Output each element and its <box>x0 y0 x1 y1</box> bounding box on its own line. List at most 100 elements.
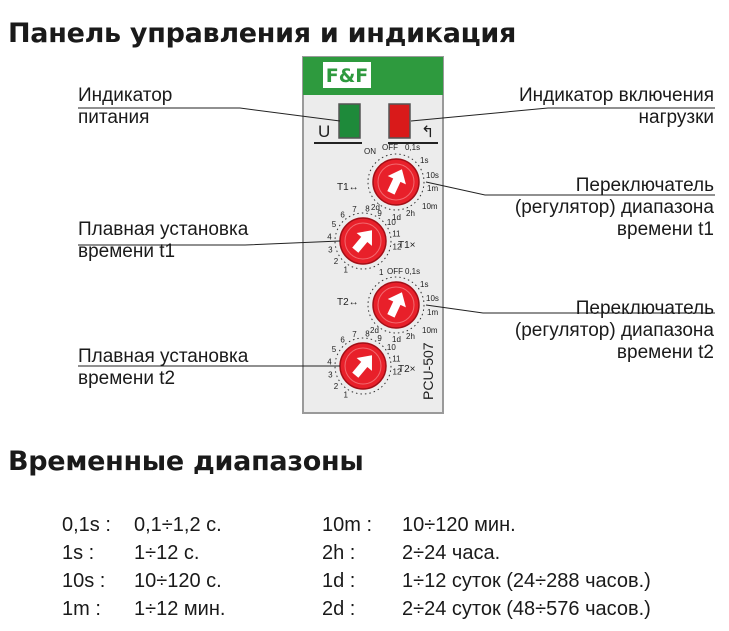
range-code: 1s : <box>62 542 95 564</box>
fine-scale-number: 9 <box>377 334 382 343</box>
knob-scale-ring <box>334 337 392 395</box>
range-row: 0,1s :0,1÷1,2 с. <box>62 511 225 539</box>
t1-range-knob[interactable] <box>367 153 425 211</box>
logo-plate <box>323 62 371 88</box>
callout-text: (регулятор) диапазона <box>514 320 714 341</box>
t2-fine-label: T2× <box>398 364 416 375</box>
fine-scale-number: 3 <box>328 370 333 379</box>
scale-t2-off: OFF <box>387 267 403 276</box>
scale-t1-1s: 1s <box>420 156 428 165</box>
range-row: 2h :2÷24 часа. <box>322 539 651 567</box>
callout-fine-t1: Плавная установка времени t1 <box>78 219 248 263</box>
model-label: PCU-507 <box>420 342 436 400</box>
knob-rim <box>377 286 415 324</box>
callout-text: питания <box>78 107 150 128</box>
fine-scale-number: 8 <box>365 329 370 338</box>
fine-scale-number: 8 <box>365 204 370 213</box>
range-value: 10÷120 с. <box>134 570 222 592</box>
callout-text: Переключатель <box>575 175 714 196</box>
range-code: 10s : <box>62 570 106 592</box>
range-row: 10s : 10÷120 с. <box>62 567 225 595</box>
scale-t2-1m: 1m <box>427 308 438 317</box>
scale-t1-10s: 10s <box>426 171 439 180</box>
knob-pointer-arrow-icon <box>352 230 372 253</box>
scale-t1-2d: 2d <box>371 203 380 212</box>
knob-scale-ring <box>367 276 425 334</box>
range-row: 2d : 2÷24 суток (48÷576 часов.) <box>322 595 651 623</box>
callout-text: Плавная установка <box>78 346 249 367</box>
range-code: 2d : <box>322 598 356 620</box>
range-code: 1m : <box>62 598 101 620</box>
t1-fine-knob[interactable] <box>334 212 392 270</box>
load-symbol: ↰ <box>421 122 434 141</box>
fine-scale-number: 7 <box>352 205 357 214</box>
range-value: 10÷120 мин. <box>402 514 516 536</box>
fine-scale-number: 11 <box>392 230 401 239</box>
callout-text: нагрузки <box>638 107 714 128</box>
callout-text: времени t1 <box>78 241 176 262</box>
t1-range-label: T1↔ <box>337 182 359 193</box>
fine-scale-number: 1 <box>344 266 349 275</box>
knob-rim <box>344 222 382 260</box>
ranges-title: Временные диапазоны <box>8 446 364 477</box>
callout-text: (регулятор) диапазона <box>514 197 714 218</box>
leader-switch-t1 <box>425 181 715 196</box>
range-code: 1d : <box>322 570 356 592</box>
range-row: 1s :1÷12 с. <box>62 539 225 567</box>
scale-t2-2d: 2d <box>370 326 379 335</box>
callout-text: Индикатор <box>78 85 173 106</box>
scale-t1-10m: 10m <box>422 202 438 211</box>
ranges-right-column: 10m :10÷120 мин. 2h :2÷24 часа. 1d :1÷12… <box>322 511 651 623</box>
fine-scale-number: 7 <box>352 330 357 339</box>
callout-text: Индикатор включения <box>518 85 714 106</box>
leader-fine-t1 <box>78 240 341 246</box>
scale-t2-1: 1 <box>379 268 384 277</box>
load-led <box>388 103 411 139</box>
range-code: 2h : <box>322 542 356 564</box>
range-value: 2÷24 суток (48÷576 часов.) <box>402 598 651 620</box>
callout-text: Переключатель <box>575 298 714 319</box>
fine-scale-number: 12 <box>393 368 402 377</box>
fine-scale-number: 6 <box>340 335 345 344</box>
device-diagram: F&F U ↰ ON OFF 0,1s 1s 10s 1m 10m 2d 1d … <box>78 56 715 414</box>
t1-fine-label: T1× <box>398 240 416 251</box>
scale-t1-1m: 1m <box>427 184 438 193</box>
callout-switch-t1: Переключатель (регулятор) диапазона врем… <box>515 175 714 241</box>
panel-title: Панель управления и индикация <box>8 18 517 49</box>
scale-t1-1d: 1d <box>392 213 401 222</box>
fine-scale-number: 4 <box>327 357 332 366</box>
scale-t2-1s: 1s <box>420 280 428 289</box>
fine-scale-number: 9 <box>377 209 382 218</box>
leader-load <box>410 107 715 122</box>
knob-pointer-arrow-icon <box>387 169 406 195</box>
range-code: 0,1s : <box>62 514 111 536</box>
fine-scale-number: 2 <box>334 257 339 266</box>
callout-text: времени t1 <box>616 219 714 240</box>
t2-range-label: T2↔ <box>337 297 359 308</box>
knob-rim <box>344 347 382 385</box>
t2-range-knob[interactable] <box>367 276 425 334</box>
scale-t1-01s: 0,1s <box>405 143 420 152</box>
knob-rim <box>377 163 415 201</box>
fine-scale-number: 4 <box>327 232 332 241</box>
power-led <box>338 103 361 139</box>
scale-t1-on: ON <box>364 147 376 156</box>
fine-scale-number: 6 <box>340 210 345 219</box>
callout-switch-t2: Переключатель (регулятор) диапазона врем… <box>515 298 714 364</box>
scale-t1-2h: 2h <box>406 209 415 218</box>
fine-scale-number: 10 <box>387 218 396 227</box>
callout-text: Плавная установка <box>78 219 249 240</box>
range-row: 1d :1÷12 суток (24÷288 часов.) <box>322 567 651 595</box>
knob-scale-ring <box>367 153 425 211</box>
fine-scale-number: 11 <box>392 355 401 364</box>
range-value: 1÷12 мин. <box>134 598 226 620</box>
fine-scale-number: 1 <box>344 391 349 400</box>
callout-power-indicator: Индикатор питания <box>78 85 172 129</box>
leader-switch-t2 <box>425 304 715 314</box>
callout-fine-t2: Плавная установка времени t2 <box>78 346 248 390</box>
power-symbol: U <box>318 122 330 141</box>
leader-power <box>78 107 341 122</box>
knob-pointer-arrow-icon <box>387 292 406 318</box>
scale-t2-01s: 0,1s <box>405 267 420 276</box>
fine-scale-number: 5 <box>332 220 337 229</box>
